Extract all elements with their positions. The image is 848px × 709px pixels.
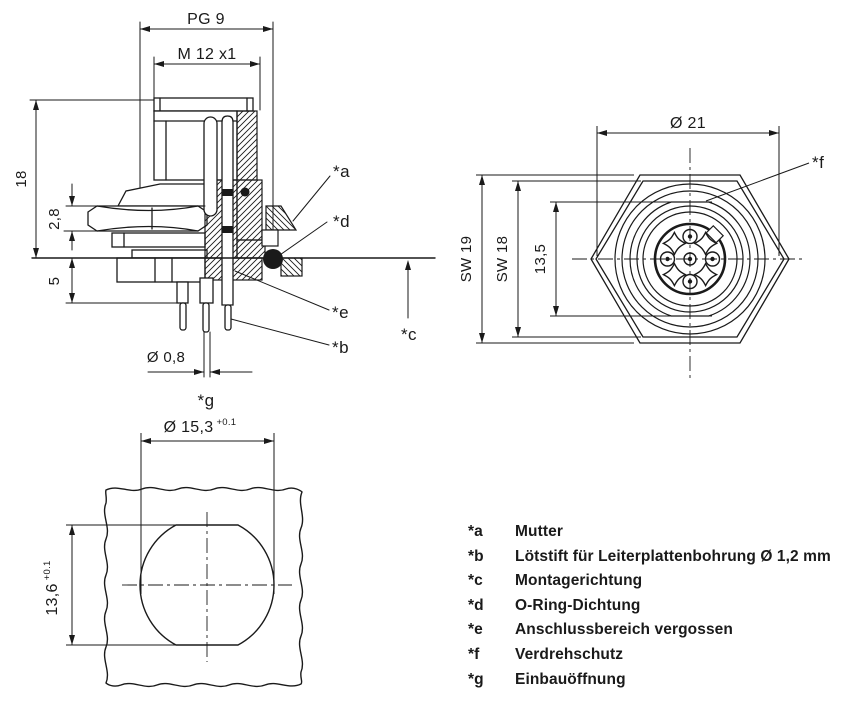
cutout-view: Ø 15,3+0.1 13,6+0.1: [42, 417, 304, 688]
dim-m12: M 12 x1: [177, 46, 236, 63]
legend-key: *d: [468, 596, 484, 614]
legend-text: O-Ring-Dichtung: [515, 596, 641, 614]
o-ring-dot: [263, 249, 283, 269]
dim-18-lines: [29, 99, 155, 259]
legend-text: Mutter: [515, 523, 563, 540]
dim-m12-lines: [153, 56, 261, 111]
legend-row-d: *d O-Ring-Dichtung: [468, 597, 838, 622]
dim-2-8: 2,8: [46, 208, 63, 230]
hex-flange: [590, 174, 790, 344]
legend-text: Montagerichtung: [515, 572, 643, 590]
callout-f: *f: [812, 153, 824, 172]
callout-a: *a: [333, 162, 350, 181]
callout-e: *e: [332, 303, 349, 322]
callout-b: *b: [332, 338, 349, 357]
legend-text: Anschlussbereich vergossen: [515, 621, 733, 639]
dim-pg9-lines: [139, 21, 274, 234]
legend-key: *e: [468, 621, 483, 639]
callout-g: *g: [197, 391, 214, 410]
contact-insert: [659, 228, 721, 290]
legend-row-c: *c Montagerichtung: [468, 572, 838, 597]
dim-cutout-height: 13,6+0.1: [42, 560, 61, 615]
legend-row-a: *a Mutter: [468, 523, 838, 548]
leader-lines: [230, 175, 409, 346]
dim-15-3-lines: [140, 433, 275, 594]
legend-key: *f: [468, 645, 480, 663]
dim-21-lines: [596, 126, 780, 256]
solder-pins: [176, 277, 232, 333]
seal-dot: [240, 187, 250, 197]
legend-key: *c: [468, 572, 483, 590]
side-view: PG 9 M 12 x1: [13, 11, 436, 410]
panel-outline: [103, 486, 304, 688]
coding-keyway: [705, 224, 725, 244]
dim-5: 5: [46, 277, 63, 286]
callout-c: *c: [401, 325, 417, 344]
nut-section: [265, 205, 298, 231]
legend-row-b: *b Lötstift für Leiterplattenbohrung Ø 1…: [468, 548, 838, 573]
mounting-direction-arrow: [405, 260, 411, 270]
legend-key: *a: [468, 523, 483, 540]
dim-pg9: PG 9: [187, 11, 225, 28]
dim-13-5-lines: [550, 201, 712, 317]
legend-text: Einbauöffnung: [515, 670, 626, 688]
legend-key: *g: [468, 670, 484, 688]
dim-18: 18: [13, 170, 30, 187]
dim-diameter-21: Ø 21: [670, 115, 706, 132]
thread-circles: [614, 183, 766, 335]
dim-sw19: SW 19: [458, 236, 475, 283]
legend-row-e: *e Anschlussbereich vergossen: [468, 621, 838, 646]
dim-cutout-width: Ø 15,3+0.1: [164, 417, 237, 436]
callout-d: *d: [333, 212, 350, 231]
contact-dots: [665, 234, 715, 284]
cutout-centerlines: [122, 512, 292, 662]
panel-section: [280, 257, 303, 277]
legend-row-g: *g Einbauöffnung: [468, 671, 838, 696]
contact-band: [222, 226, 233, 233]
legend-text: Lötstift für Leiterplattenbohrung Ø 1,2 …: [515, 547, 831, 565]
legend: *a Mutter *b Lötstift für Leiterplattenb…: [468, 523, 838, 695]
legend-text: Verdrehschutz: [515, 645, 624, 663]
dim-sw18: SW 18: [494, 236, 511, 283]
dim-pin-diameter: Ø 0,8: [147, 349, 185, 366]
contact-band: [222, 189, 233, 196]
dim-sw18-lines: [512, 180, 641, 338]
legend-key: *b: [468, 547, 484, 565]
leader-f: [705, 162, 810, 202]
dim-sw19-lines: [476, 174, 634, 344]
front-view: Ø 21 SW 19 SW 18 13,5 *f: [458, 115, 824, 378]
legend-row-f: *f Verdrehschutz: [468, 646, 838, 671]
dim-13-5: 13,5: [532, 244, 549, 274]
dim-13-6-lines: [66, 524, 207, 646]
